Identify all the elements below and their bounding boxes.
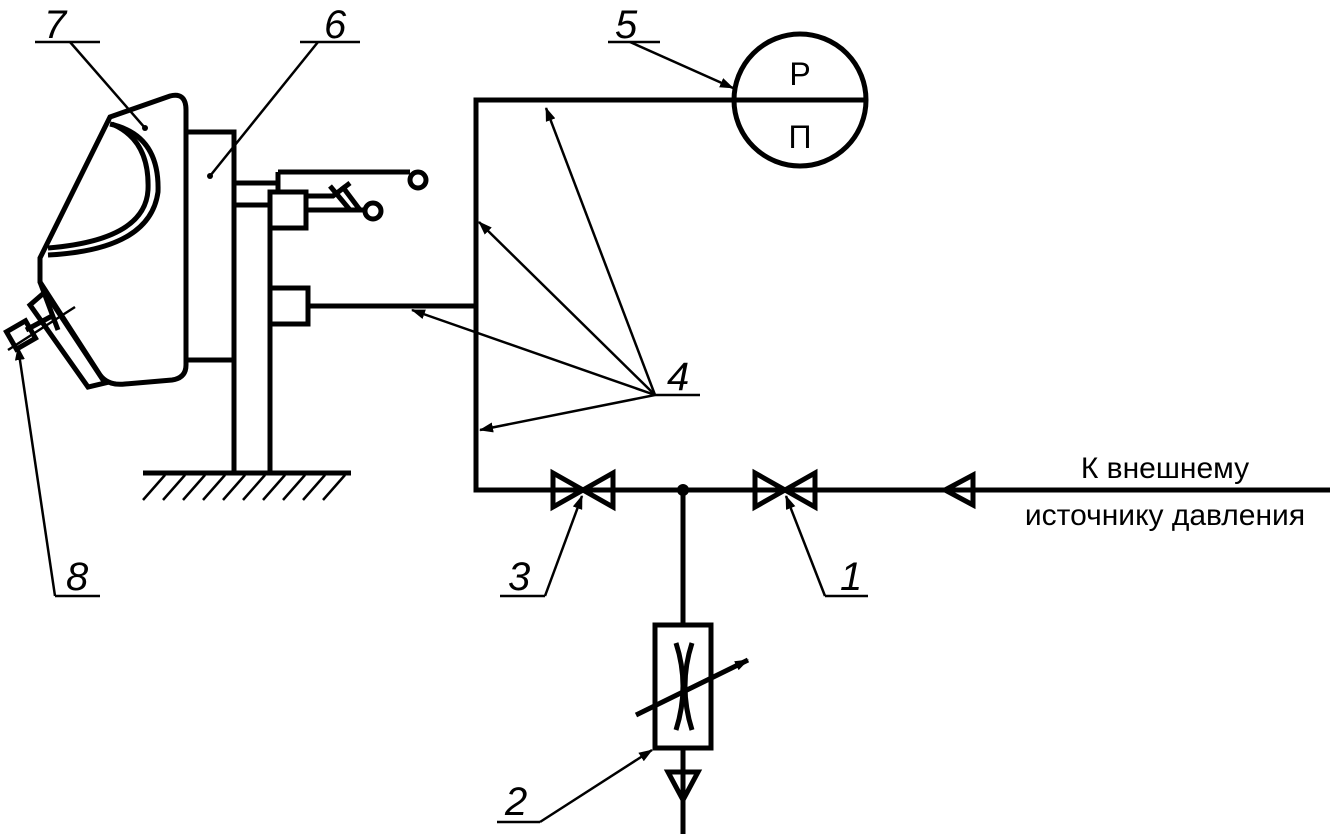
label-7: 7	[44, 3, 68, 47]
source-caption-line1: К внешнему	[1081, 452, 1249, 485]
gauge-bottom-label: П	[789, 119, 812, 155]
valve-3	[550, 468, 616, 512]
adjustable-throttle	[634, 622, 750, 751]
pressure-port	[267, 285, 311, 327]
helmet-housing	[37, 92, 189, 387]
leader-lines	[14, 40, 868, 824]
label-6: 6	[324, 3, 347, 47]
pressure-gauge: Р П	[731, 31, 869, 169]
label-8: 8	[66, 555, 89, 599]
label-2: 2	[504, 780, 527, 824]
ground-base	[142, 470, 351, 501]
label-3: 3	[508, 555, 530, 599]
valve-1	[752, 468, 818, 512]
label-5: 5	[615, 3, 638, 47]
mounting-block	[186, 129, 278, 363]
actuator-linkage	[267, 169, 429, 231]
gauge-top-label: Р	[789, 56, 810, 92]
source-caption-line2: источнику давления	[1025, 499, 1305, 532]
fitting-8	[3, 288, 110, 390]
label-4: 4	[667, 355, 689, 399]
source-inlet-symbol	[939, 470, 976, 510]
exhaust-symbol	[663, 769, 703, 806]
support-stand	[231, 202, 273, 476]
label-1: 1	[840, 555, 862, 599]
